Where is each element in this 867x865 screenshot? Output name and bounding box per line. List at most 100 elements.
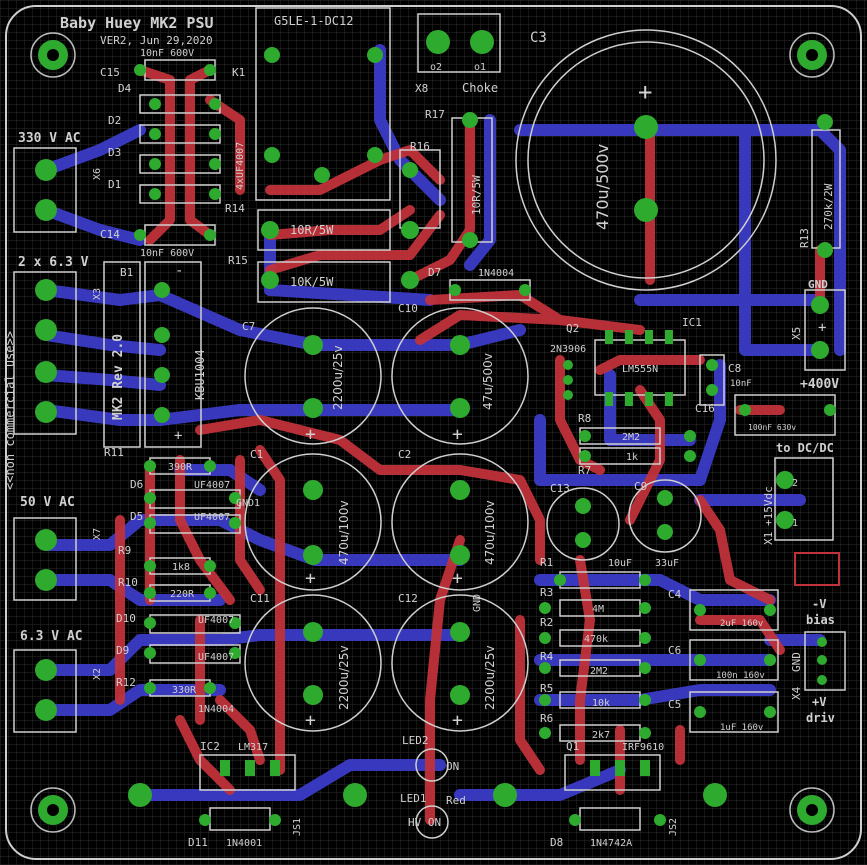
label-c6-value: 100n 160v xyxy=(716,671,765,681)
label-r7-value: 1k xyxy=(626,452,638,463)
label-c12-plus: + xyxy=(452,710,463,731)
board-version: VER2, Jun 29,2020 xyxy=(100,34,213,47)
label-js2: JS2 xyxy=(668,818,679,836)
label-choke: Choke xyxy=(462,81,498,95)
label-q2: Q2 xyxy=(566,322,579,335)
label-led1-value: HV ON xyxy=(408,816,441,829)
label-x8-pin2: o2 xyxy=(430,62,442,73)
label-c10-value: 47u/500v xyxy=(481,353,495,410)
board-rev: MK2 Rev 2.0 xyxy=(111,334,126,420)
label-r15: R15 xyxy=(228,254,248,267)
label-c15-value: 10nF 600V xyxy=(140,48,194,59)
label-js1: JS1 xyxy=(292,818,303,836)
label-ic2-value: LM317 xyxy=(238,742,268,753)
label-c1-plus: + xyxy=(305,568,316,589)
label-drv-b: driv xyxy=(806,711,835,725)
board-title: Baby Huey MK2 PSU xyxy=(60,14,214,32)
label-x7: X7 xyxy=(92,528,103,540)
label-d7: D7 xyxy=(428,266,441,279)
label-drv-a: +V xyxy=(812,695,826,709)
label-r14: R14 xyxy=(225,202,245,215)
label-c8: C8 xyxy=(728,362,741,375)
board-labels: Baby Huey MK2 PSU VER2, Jun 29,2020 MK2 … xyxy=(3,14,839,849)
label-r2-value: 470k xyxy=(584,634,608,645)
label-c5-value: 1uF 160v xyxy=(720,723,763,733)
label-r12-value: 330R xyxy=(172,685,197,696)
label-c1: C1 xyxy=(250,448,263,461)
label-c11: C11 xyxy=(250,592,270,605)
board-outline xyxy=(5,5,862,860)
label-k1: K1 xyxy=(232,66,245,79)
label-bias-b: bias xyxy=(806,613,835,627)
label-c12: C12 xyxy=(398,592,418,605)
label-r16-value: 10R/5W xyxy=(470,175,483,215)
label-d8-value: 1N4742A xyxy=(590,838,632,849)
label-gnd-mid: GND xyxy=(472,594,483,612)
mounting-holes xyxy=(30,32,835,833)
label-led2-value: ON xyxy=(446,760,459,773)
label-x1-value: +15Vdc xyxy=(762,486,775,526)
label-c11-plus: + xyxy=(305,710,316,731)
label-ic2: IC2 xyxy=(200,740,220,753)
label-d11-part: 1N4001 xyxy=(226,838,262,849)
label-c14: C14 xyxy=(100,228,120,241)
label-r9: R9 xyxy=(118,544,131,557)
label-x8: X8 xyxy=(415,82,428,95)
label-led1-color: Red xyxy=(446,794,466,807)
label-ic1: IC1 xyxy=(682,316,702,329)
label-r7: R7 xyxy=(578,464,591,477)
label-d10-value: UF4007 xyxy=(198,615,234,626)
label-r16: R16 xyxy=(410,140,430,153)
label-r2: R2 xyxy=(540,616,553,629)
label-r11-value: 390R xyxy=(168,462,193,473)
label-r13-value: 270k/2W xyxy=(822,183,835,230)
label-bridge-minus: - xyxy=(175,263,183,279)
label-c16: C16 xyxy=(695,402,715,415)
label-r4: R4 xyxy=(540,650,554,663)
label-d6: D6 xyxy=(130,478,143,491)
label-ic1-value: LM555N xyxy=(622,364,658,375)
label-r3: R3 xyxy=(540,586,553,599)
label-r17: R17 xyxy=(425,108,445,121)
label-x3: X3 xyxy=(92,288,103,300)
label-c2: C2 xyxy=(398,448,411,461)
label-d6-value: UF4007 xyxy=(194,480,230,491)
label-x2: X2 xyxy=(92,668,103,680)
label-d8: D8 xyxy=(550,836,563,849)
label-c16-value: 100nF 630v xyxy=(748,423,796,432)
label-b1: B1 xyxy=(120,266,133,279)
label-r4-value: 2M2 xyxy=(590,666,608,677)
label-d9-value: UF4007 xyxy=(198,652,234,663)
label-c12-value: 2200u/25v xyxy=(483,645,497,710)
label-x1-pin2: 2 xyxy=(792,478,798,489)
label-d2: D2 xyxy=(108,114,121,127)
label-gnd1: GND1 xyxy=(236,498,260,509)
label-400v: +400V xyxy=(800,377,839,392)
label-x6: X6 xyxy=(92,168,103,180)
label-r10-value: 220R xyxy=(170,589,195,600)
pads xyxy=(35,30,836,826)
label-c10: C10 xyxy=(398,302,418,315)
label-r8-value: 2M2 xyxy=(622,432,640,443)
label-c11-value: 2200u/25v xyxy=(337,645,351,710)
label-r10: R10 xyxy=(118,576,138,589)
label-d1: D1 xyxy=(108,178,121,191)
label-c14-value: 10nF 600V xyxy=(140,248,194,259)
label-d3: D3 xyxy=(108,146,121,159)
board-side-note: <<non commercial use>> xyxy=(3,331,17,490)
label-c2-plus: + xyxy=(452,568,463,589)
label-r11: R11 xyxy=(104,446,124,459)
label-r13: R13 xyxy=(798,228,811,248)
label-c6: C6 xyxy=(668,644,681,657)
label-led2: LED2 xyxy=(402,734,429,747)
label-c9-value: 33uF xyxy=(655,558,679,569)
label-q1-value: IRF9610 xyxy=(622,742,664,753)
label-r12: R12 xyxy=(116,676,136,689)
label-c15: C15 xyxy=(100,66,120,79)
label-d5-value: UF4007 xyxy=(194,512,230,523)
label-r1: R1 xyxy=(540,556,553,569)
label-x5: X5 xyxy=(790,327,803,340)
label-relay: G5LE-1-DC12 xyxy=(274,14,353,28)
label-c3-plus: + xyxy=(638,78,652,106)
